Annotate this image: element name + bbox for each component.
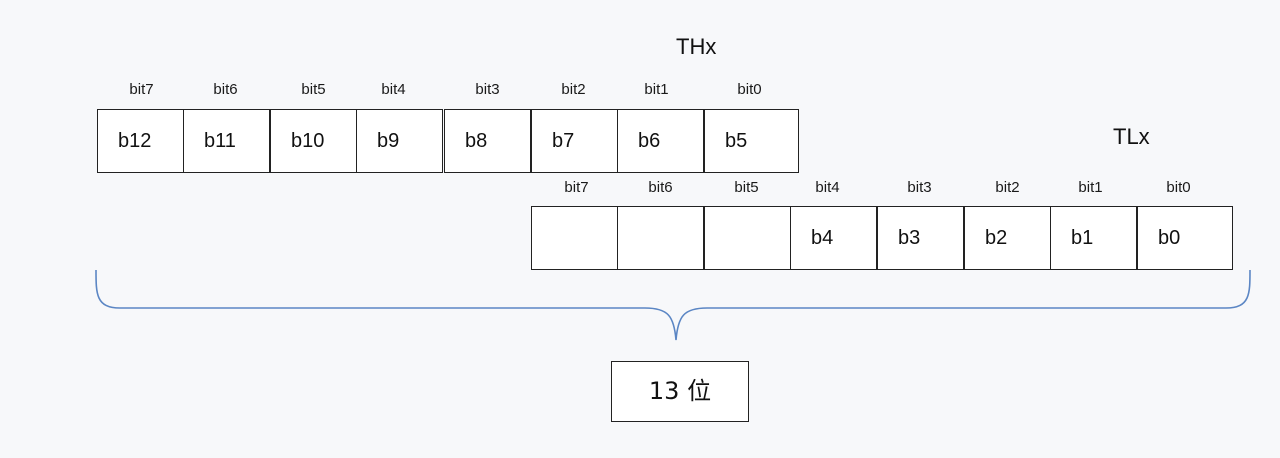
thx-cell-bit5: b10	[270, 109, 357, 173]
tlx-bit-label: bit6	[648, 179, 673, 196]
tlx-cell-bit1: b1	[1050, 206, 1137, 270]
tlx-cell-bit4: b4	[790, 206, 877, 270]
tlx-register: b4 b3 b2 b1 b0	[531, 206, 1233, 270]
tlx-cell-bit2: b2	[964, 206, 1051, 270]
thx-bit-label: bit5	[301, 81, 326, 98]
tlx-cell-bit5	[704, 206, 791, 270]
thx-cell-bit1: b6	[617, 109, 704, 173]
span-brace-path	[95, 269, 1251, 341]
tlx-cell-bit6	[617, 206, 704, 270]
thx-bit-label: bit6	[213, 81, 238, 98]
thx-bit-label: bit0	[737, 81, 762, 98]
thx-title: THx	[676, 34, 717, 59]
thx-bit-label: bit1	[644, 81, 669, 98]
tlx-bit-label: bit5	[734, 179, 759, 196]
tlx-cell-bit0: b0	[1137, 206, 1233, 270]
thx-cell-bit6: b11	[183, 109, 270, 173]
tlx-bit-label: bit0	[1166, 179, 1191, 196]
tlx-cell-bit3: b3	[877, 206, 964, 270]
bit-count-box: 13 位	[611, 361, 749, 422]
thx-cell-bit4: b9	[356, 109, 443, 173]
tlx-bit-labels: bit7 bit6 bit5 bit4 bit3 bit2 bit1 bit0	[533, 178, 1233, 200]
tlx-cell-bit7	[531, 206, 618, 270]
thx-register: b12 b11 b10 b9 b8 b7 b6 b5	[97, 109, 799, 173]
tlx-bit-label: bit4	[815, 179, 840, 196]
thx-bit-label: bit3	[475, 81, 500, 98]
thx-bit-label: bit7	[129, 81, 154, 98]
thx-bit-label: bit2	[561, 81, 586, 98]
thx-cell-bit7: b12	[97, 109, 184, 173]
thx-cell-bit0: b5	[704, 109, 799, 173]
thx-bit-label: bit4	[381, 81, 406, 98]
span-brace	[95, 269, 1251, 341]
tlx-bit-label: bit7	[564, 179, 589, 196]
thx-bit-labels: bit7 bit6 bit5 bit4 bit3 bit2 bit1 bit0	[98, 80, 798, 102]
tlx-bit-label: bit2	[995, 179, 1020, 196]
thx-cell-bit2: b7	[531, 109, 618, 173]
tlx-bit-label: bit3	[907, 179, 932, 196]
tlx-title: TLx	[1113, 124, 1150, 149]
tlx-bit-label: bit1	[1078, 179, 1103, 196]
thx-cell-bit3: b8	[444, 109, 531, 173]
